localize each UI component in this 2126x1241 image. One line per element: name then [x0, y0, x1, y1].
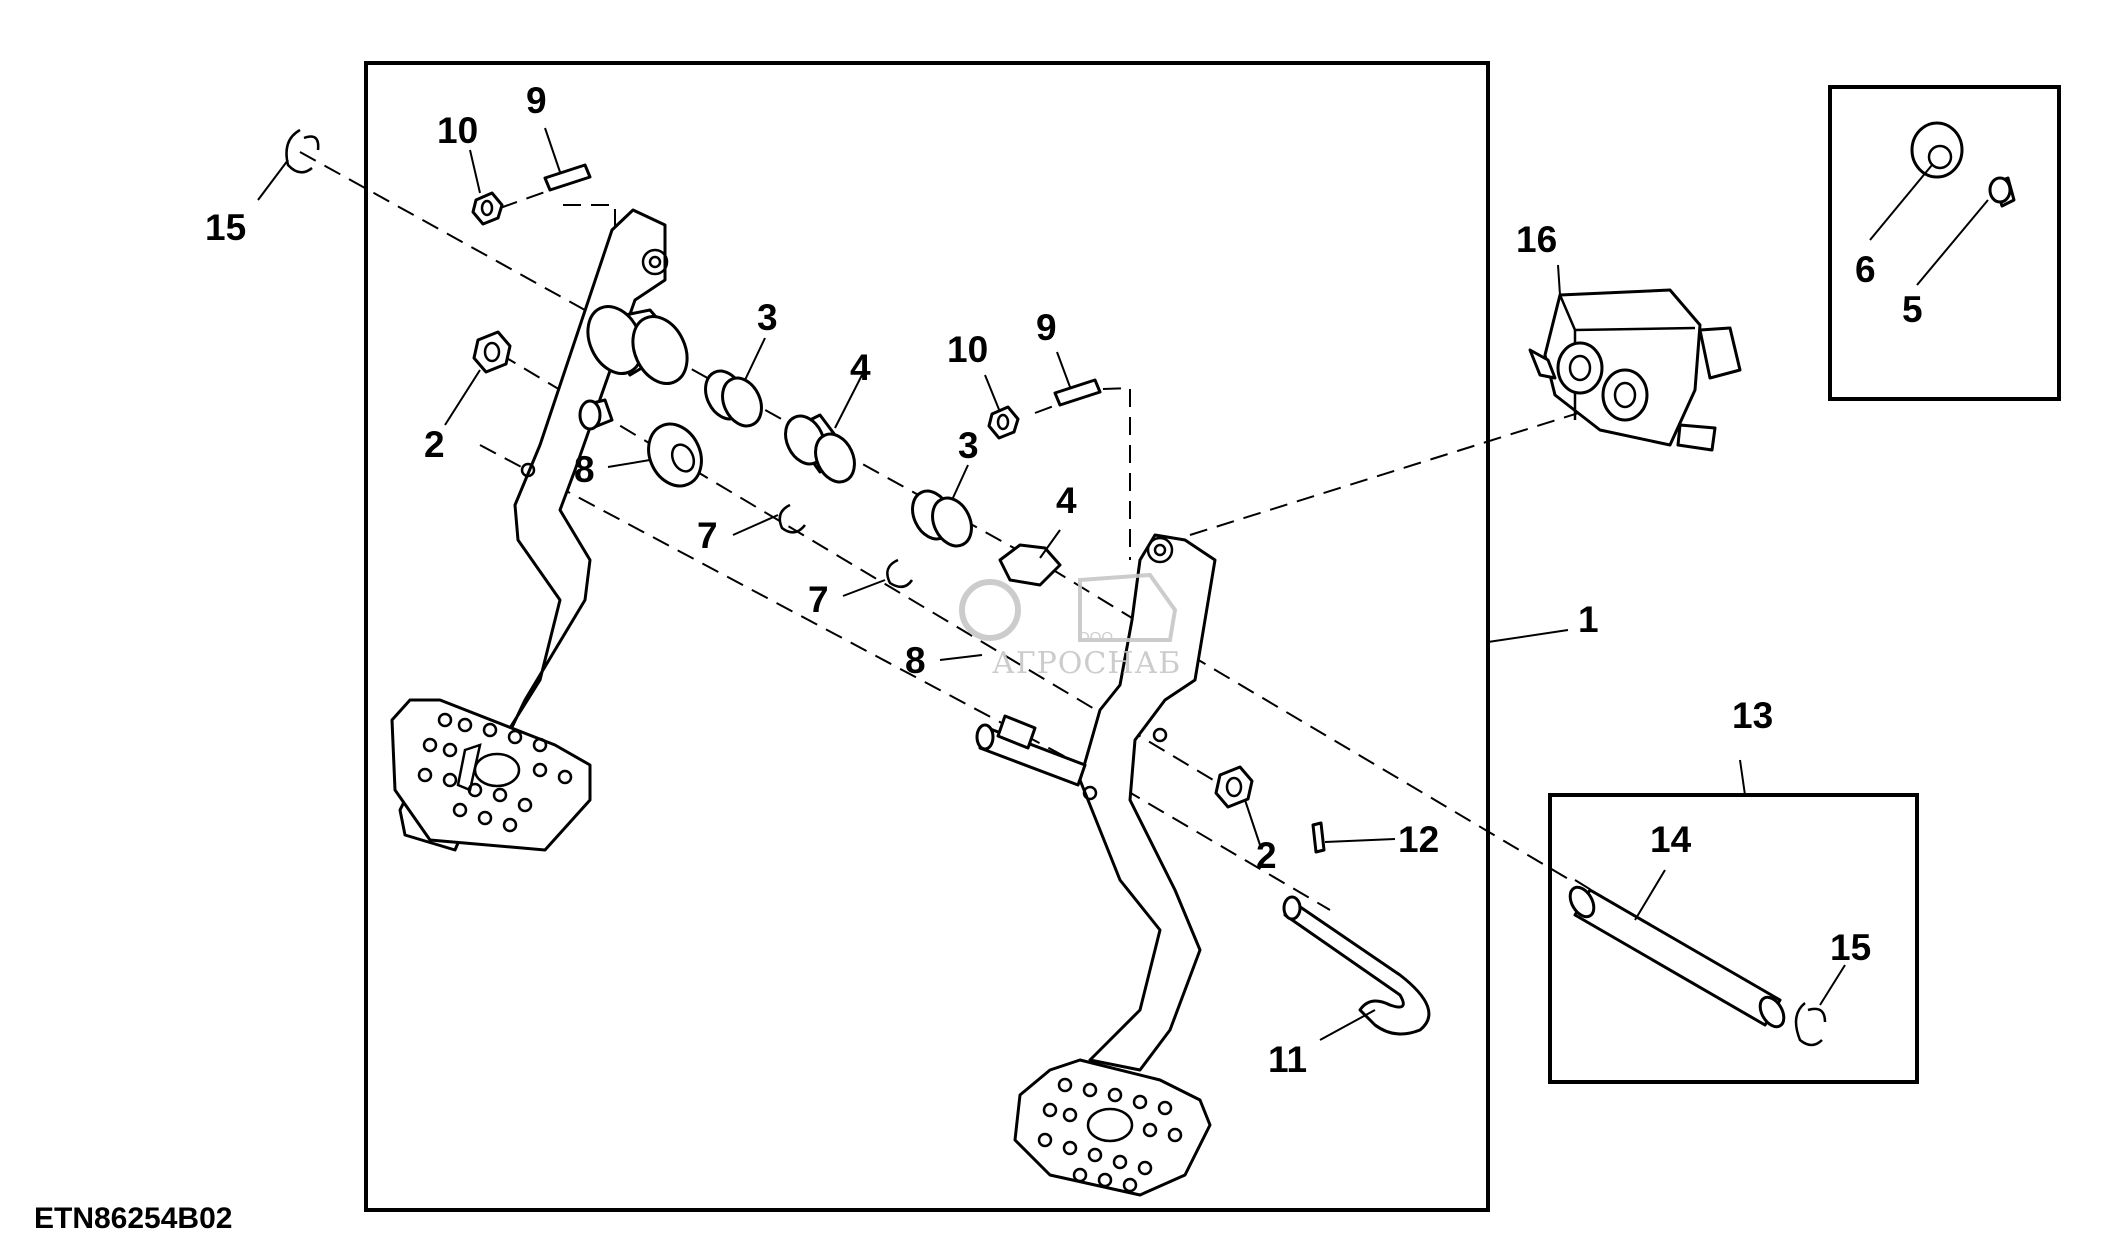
callout-3-upper: 3: [757, 297, 778, 338]
main-assembly-frame: [364, 61, 1490, 1212]
callout-7-upper: 7: [697, 515, 718, 556]
leader-lines: [257, 127, 1989, 1041]
callout-8-upper: 8: [574, 449, 595, 490]
callout-7-lower: 7: [808, 579, 829, 620]
callouts: 15 10 9 2 3 4 8 7 10 9 3 4 7 8 16 1 2 12…: [205, 80, 1923, 1080]
callout-10-left: 10: [437, 110, 478, 151]
callout-15-right: 15: [1830, 927, 1871, 968]
brake-switch-module: [1528, 288, 1742, 452]
callout-15-left: 15: [205, 207, 246, 248]
callout-16: 16: [1516, 219, 1557, 260]
callout-4-lower: 4: [1056, 480, 1077, 521]
right-pedal: [1013, 533, 1217, 1197]
callout-14: 14: [1650, 819, 1692, 860]
hardware-parts: [285, 121, 2016, 1047]
callout-8-lower: 8: [905, 640, 926, 681]
callout-9-right: 9: [1036, 307, 1057, 348]
watermark-text: АГРОСНАБ: [992, 646, 1181, 681]
callout-3-lower: 3: [958, 425, 979, 466]
figure-code: ETN86254B02: [34, 1202, 232, 1235]
callout-2-right: 2: [1256, 835, 1277, 876]
callout-5: 5: [1902, 289, 1923, 330]
callout-4-upper: 4: [850, 347, 871, 388]
callout-13: 13: [1732, 695, 1773, 736]
inset-frame-bushing: [1828, 85, 2061, 401]
callout-12: 12: [1398, 819, 1439, 860]
callout-2-left: 2: [424, 424, 445, 465]
callout-11: 11: [1268, 1039, 1307, 1080]
callout-6: 6: [1855, 249, 1876, 290]
left-pedal: [390, 208, 669, 852]
inset-frame-pin: [1548, 793, 1919, 1084]
callout-9-left: 9: [526, 80, 547, 121]
callout-10-right: 10: [947, 329, 988, 370]
watermark-prefix: ООО: [1078, 629, 1113, 646]
cross-shaft: [975, 714, 1087, 787]
watermark: ООО АГРОСНАБ: [959, 572, 1181, 681]
callout-1: 1: [1578, 599, 1599, 640]
